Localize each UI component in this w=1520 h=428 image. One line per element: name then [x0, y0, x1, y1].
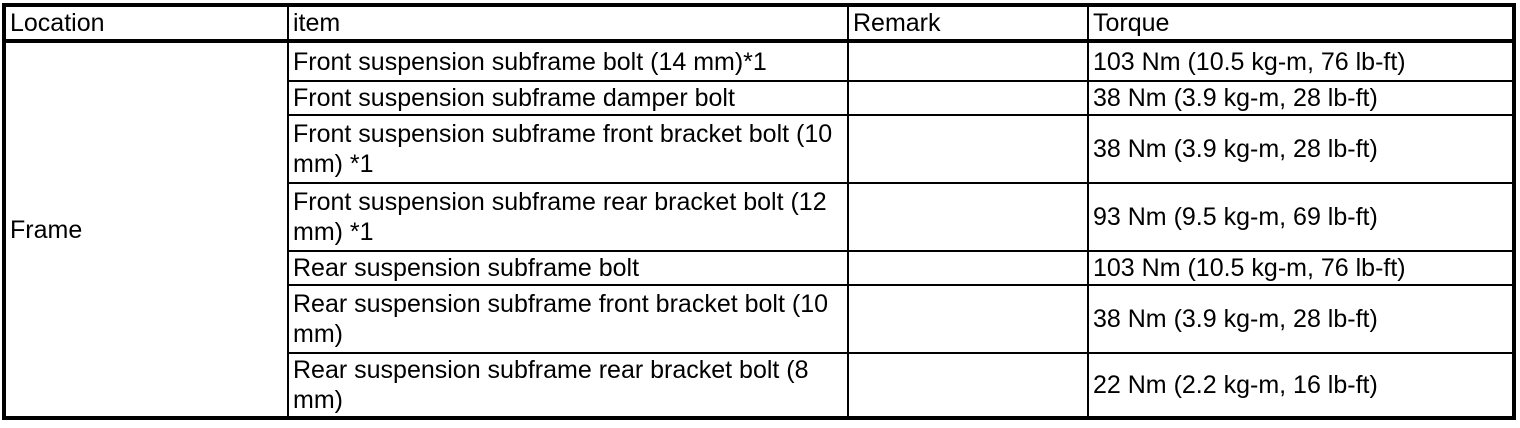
torque-cell: 93 Nm (9.5 kg-m, 69 lb-ft) [1087, 182, 1515, 252]
remark-cell [847, 352, 1089, 419]
item-cell: Rear suspension subframe rear bracket bo… [287, 352, 849, 419]
remark-cell [847, 284, 1089, 354]
item-cell: Rear suspension subframe front bracket b… [287, 284, 849, 354]
remark-cell [847, 80, 1089, 116]
remark-cell [847, 114, 1089, 184]
item-cell: Rear suspension subframe bolt [287, 250, 849, 286]
torque-cell: 38 Nm (3.9 kg-m, 28 lb-ft) [1087, 80, 1515, 116]
remark-cell [847, 250, 1089, 286]
table-row: Front suspension subframe damper bolt 38… [4, 80, 1515, 116]
table-row: Frame Front suspension subframe bolt (14… [3, 40, 1515, 419]
table-row: Rear suspension subframe rear bracket bo… [4, 352, 1515, 419]
header-row: Location item Remark Torque [3, 4, 1515, 43]
table-row: Front suspension subframe front bracket … [4, 114, 1515, 184]
item-cell: Front suspension subframe bolt (14 mm)*1 [287, 40, 849, 82]
location-cell: Frame [3, 40, 289, 419]
item-cell: Front suspension subframe rear bracket b… [287, 182, 849, 252]
remark-cell [847, 182, 1089, 252]
remark-cell [847, 40, 1089, 82]
torque-cell: 38 Nm (3.9 kg-m, 28 lb-ft) [1087, 114, 1515, 184]
item-cell: Front suspension subframe front bracket … [287, 114, 849, 184]
table-row: Rear suspension subframe bolt 103 Nm (10… [4, 250, 1515, 286]
table-row: Front suspension subframe rear bracket b… [4, 182, 1515, 252]
item-cell: Front suspension subframe damper bolt [287, 80, 849, 116]
torque-cell: 22 Nm (2.2 kg-m, 16 lb-ft) [1087, 352, 1515, 419]
torque-spec-table: Location item Remark Torque Frame Front … [2, 3, 1516, 420]
header-item: item [287, 4, 849, 43]
torque-cell: 103 Nm (10.5 kg-m, 76 lb-ft) [1087, 40, 1515, 82]
torque-cell: 38 Nm (3.9 kg-m, 28 lb-ft) [1087, 284, 1515, 354]
header-remark: Remark [847, 4, 1089, 43]
header-torque: Torque [1087, 4, 1515, 43]
header-location: Location [3, 4, 289, 43]
table-row: Rear suspension subframe front bracket b… [4, 284, 1515, 354]
torque-cell: 103 Nm (10.5 kg-m, 76 lb-ft) [1087, 250, 1515, 286]
